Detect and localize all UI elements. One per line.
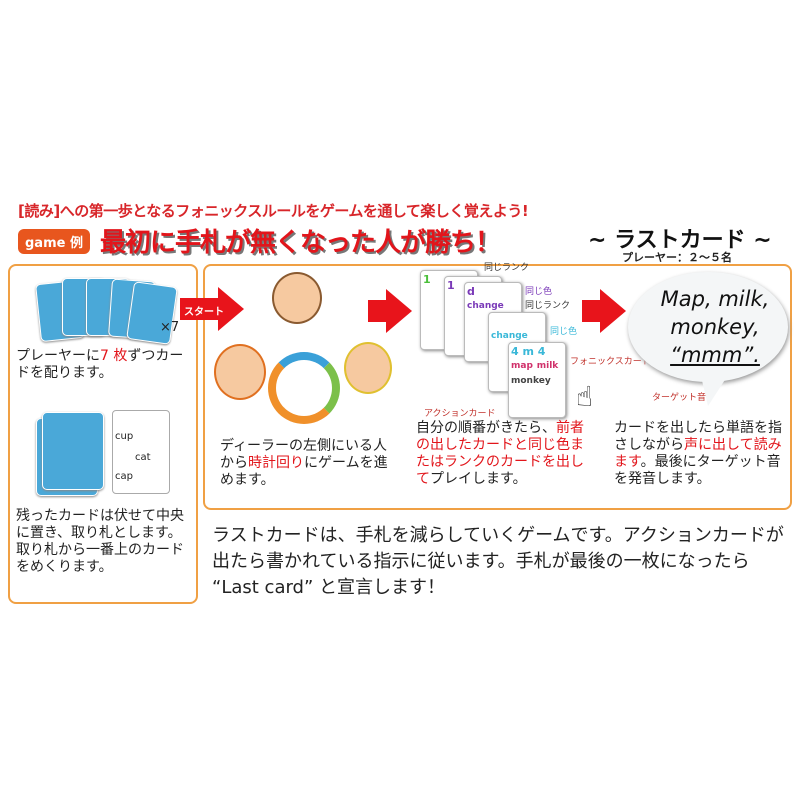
play-text: 自分の順番がきたら、前者の出したカードと同じ色またはランクのカードを出してプレイ… [416,420,594,488]
deal-text-highlight: 7 枚 [100,348,128,364]
multiplier: ×7 [160,320,180,335]
arrow-1 [368,300,388,322]
play-text-part: プレイします。 [430,471,527,487]
read-text-part: カードを出したら単語を指さしながら [614,420,782,453]
card-word: cat [135,452,151,463]
bubble-line: Map, milk, [660,287,770,311]
deal-text-part: ずつカードを配ります。 [16,348,184,381]
speech-bubble [628,272,788,382]
pointing-hand-icon: ☝ [576,380,594,413]
rest-text: 残ったカードは伏せて中央に置き、取り札とします。取り札から一番上のカードをめくり… [16,508,184,575]
player-boy [272,272,322,324]
dealer-text-part: にゲームを進めます。 [220,455,388,488]
game-name: ~ ラストカード ~ [588,228,772,253]
bubble-line-target: “mmm”. [670,343,760,367]
play-panel [203,264,792,510]
label-same-rank-2: 同じランク [525,301,571,311]
deal-text-part: プレーヤーに [16,348,100,364]
card-word: cup [115,431,134,442]
players-count: プレーヤー：２～５名 [622,251,732,264]
card-word: cap [115,471,133,482]
headline: 最初に手札が無くなった人が勝ち！ [100,228,501,258]
setup-panel [8,264,198,604]
label-same-color-2: 同じ色 [550,327,578,337]
bubble-line: monkey, [670,315,760,339]
card-word: monkey [511,376,551,386]
play-text-part: 自分の順番がきたら、 [416,420,556,436]
dealer-text: ディーラーの左側にいる人から時計回りにゲームを進めます。 [220,438,400,489]
label-same-rank-1: 同じランク [484,263,530,273]
card-word: map [511,361,533,371]
read-text-part: 。最後にターゲット音を発音します。 [614,454,781,487]
play-text-highlight: 前者の出したカードと同じ色またはランクのカードを出して [416,420,584,487]
action-card-word: change [467,301,504,311]
arrow-2 [582,300,602,322]
card-word: milk [536,361,559,371]
game-badge: game 例 [18,229,90,254]
start-label: スタート [184,307,224,318]
pile-card [42,412,104,490]
label-phonics-card: フォニックスカード [570,357,651,367]
summary-text: ラストカードは、手札を減らしていくゲームです。アクションカードが出たら書かれてい… [212,525,784,598]
label-same-color-1: 同じ色 [525,287,553,297]
deal-text: プレーヤーに7 枚ずつカードを配ります。 [16,348,192,382]
arrow-2-head [600,289,626,333]
bubble-text: Map, milk, monkey, “mmm”. [645,285,785,369]
label-action-card: アクションカード [424,409,496,419]
hand-card [126,281,178,345]
read-text-highlight: 声に出して読みます [614,437,782,470]
dealer-text-part: ディーラーの左側にいる人から [220,438,388,471]
phonics-card: cup cat cap [112,410,170,494]
tagline: [読み]への第一歩となるフォニックスルールをゲームを通して楽しく覚えよう! [18,202,529,220]
start-arrow-head [218,287,244,331]
start-arrow [180,298,220,320]
dealer-text-highlight: 時計回り [248,455,304,471]
action-card-word: change [491,331,528,341]
player-girl-left [214,344,266,400]
arrow-1-head [386,289,412,333]
read-text: カードを出したら単語を指さしながら声に出して読みます。最後にターゲット音を発音し… [614,420,786,488]
clockwise-cycle-icon [268,352,340,424]
label-target-sound: ターゲット音 [652,393,707,403]
player-girl-right [344,342,392,394]
speech-bubble-tail [700,372,730,406]
